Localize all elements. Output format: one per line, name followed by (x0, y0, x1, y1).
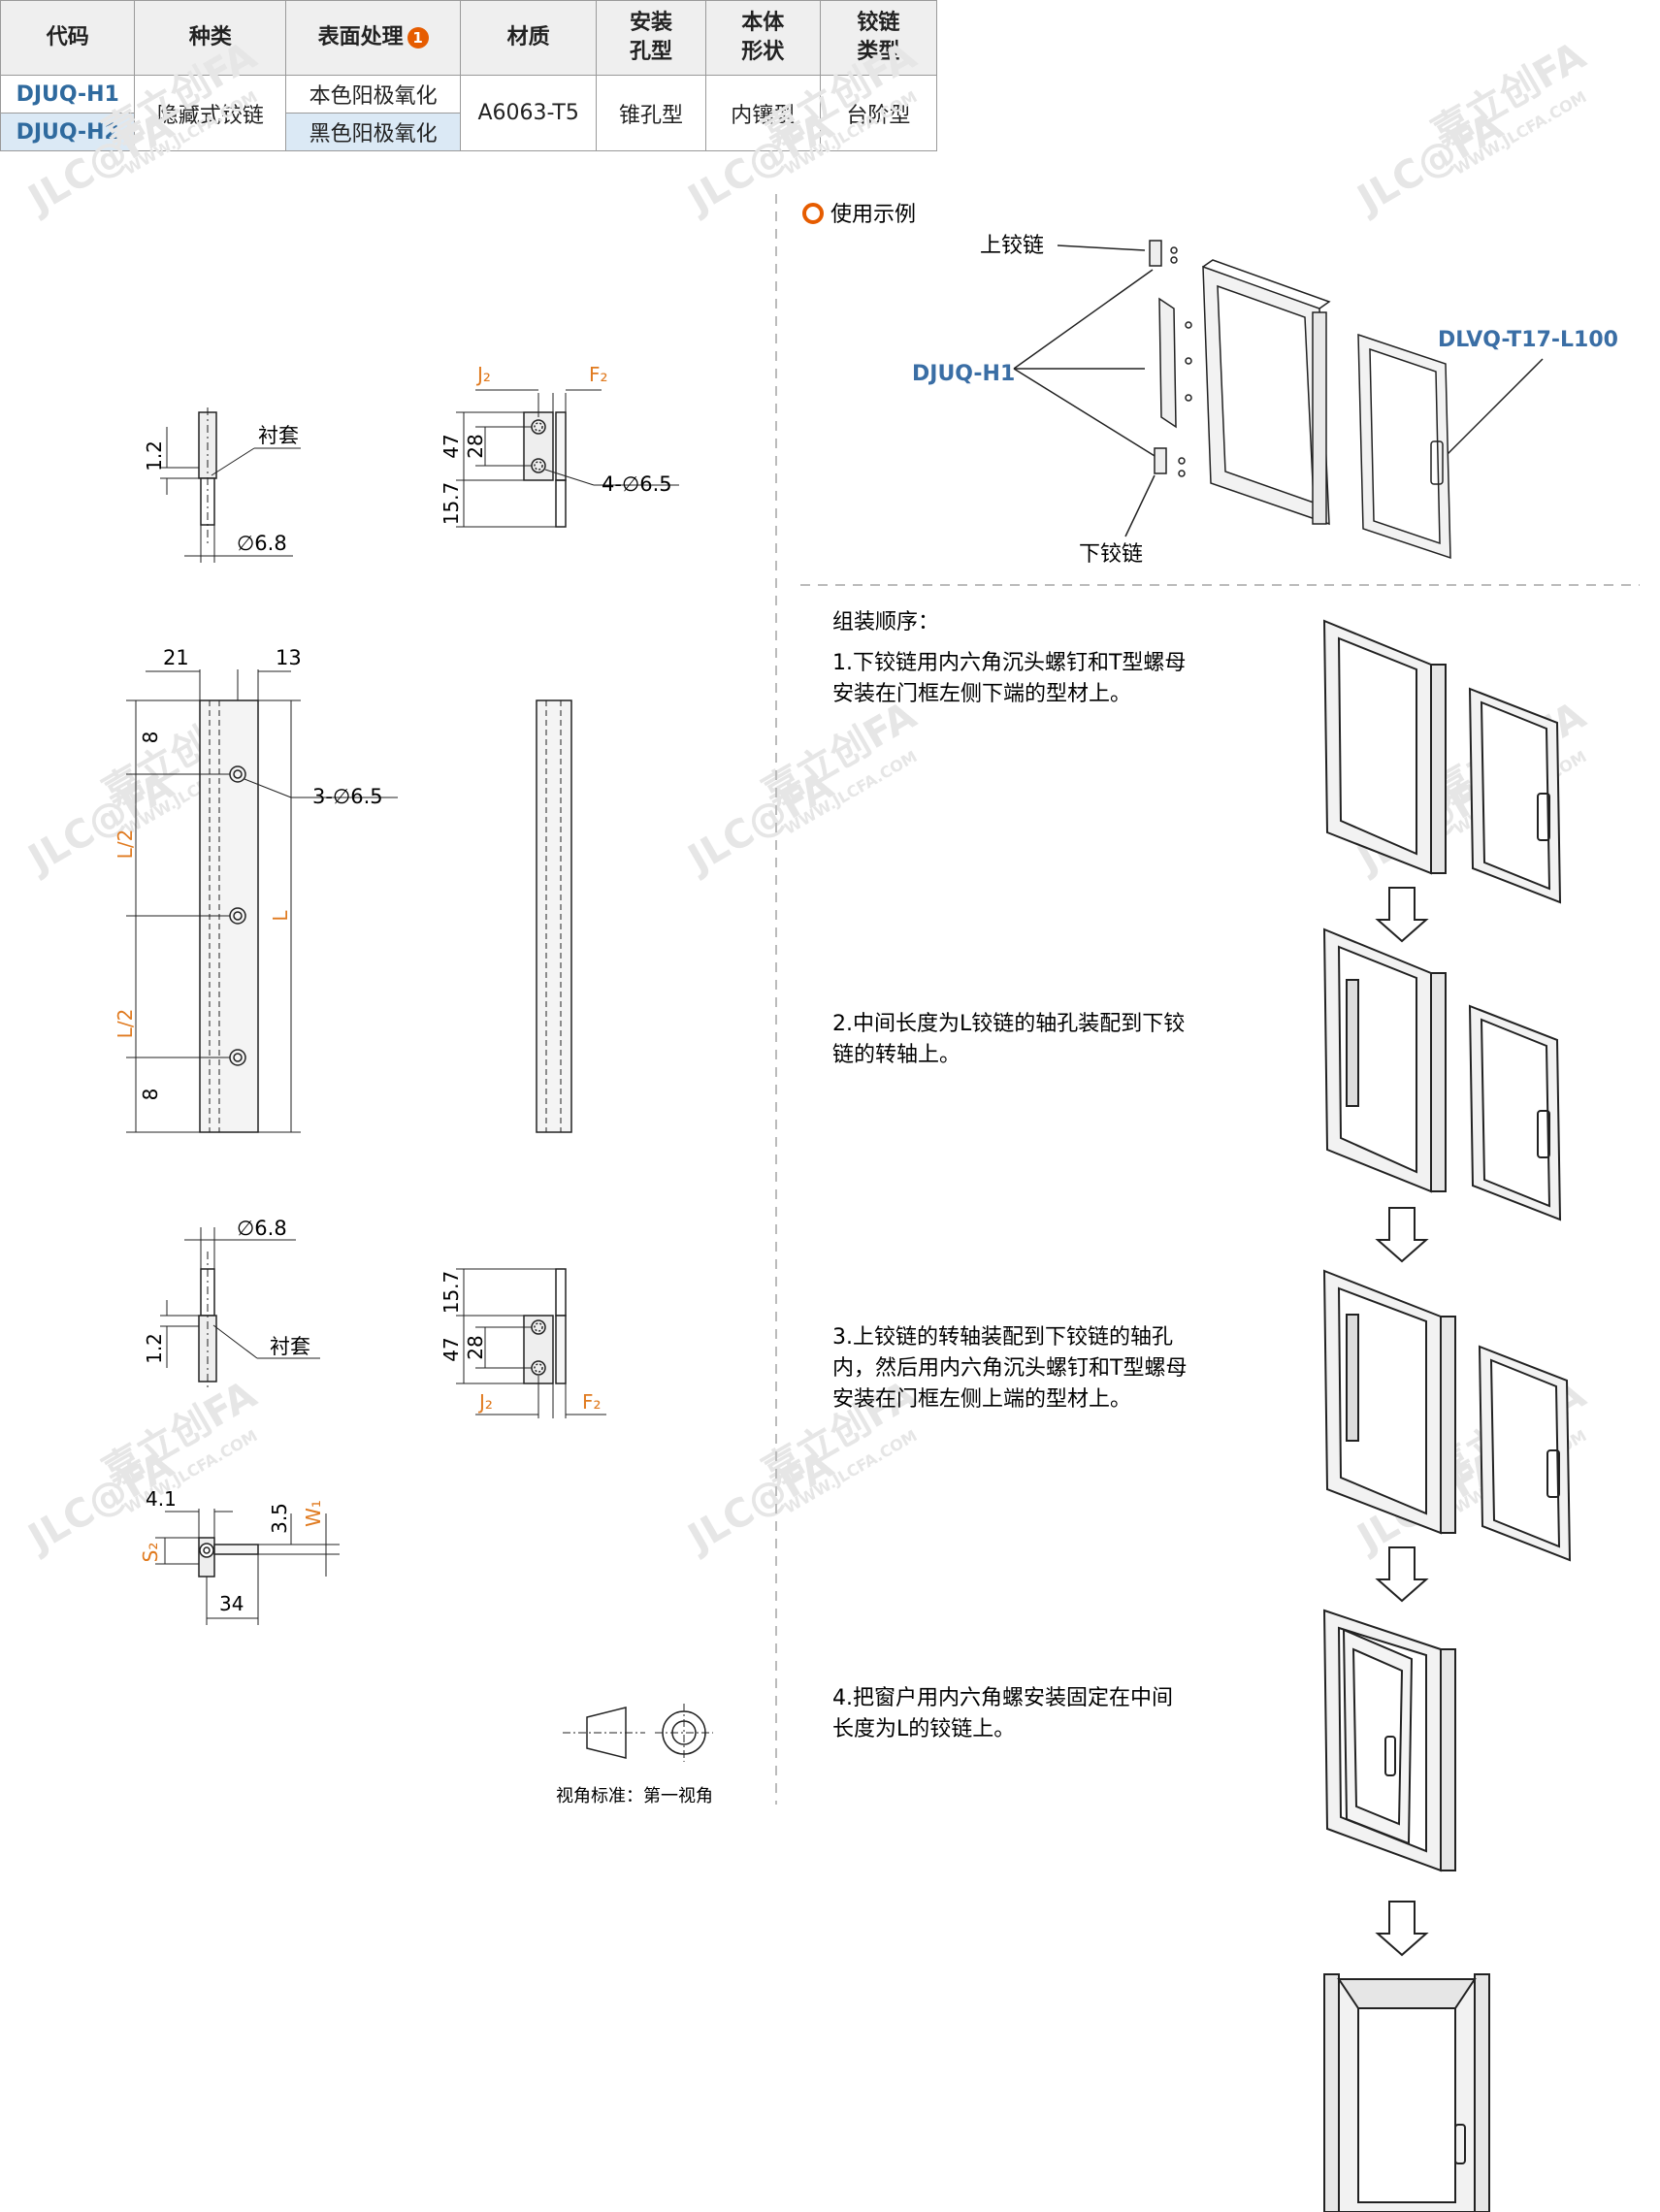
finish-cell: 本色阳极氧化 (285, 75, 461, 114)
f2-label-bottom: F₂ (582, 1390, 602, 1414)
material-cell: A6063-T5 (459, 75, 598, 151)
dim-34: 34 (219, 1592, 244, 1615)
bottom-left-pin-view (160, 1227, 320, 1387)
dim-1-2-top: 1.2 (143, 440, 166, 472)
lower-hinge-label: 下铰链 (1079, 542, 1143, 567)
header-finish-label: 表面处理 (317, 25, 404, 49)
dim-8-top: 8 (139, 732, 162, 744)
projection-symbol (563, 1704, 713, 1762)
usage-title: 使用示例 (830, 203, 916, 227)
table-row: DJUQ-H1 隐藏式铰链 本色阳极氧化 A6063-T5 锥孔型 内镶型 台阶… (0, 75, 938, 151)
note-badge: 1 (407, 27, 429, 49)
dim-8-bottom: 8 (139, 1089, 162, 1101)
middle-hinge-view (126, 669, 572, 1133)
dim-13: 13 (276, 646, 302, 669)
step-text-line: 安装在门框左侧上端的型材上。 (832, 1387, 1131, 1412)
dia-6-8-top: ∅6.8 (237, 532, 287, 555)
top-left-pin-view (160, 407, 301, 563)
hinge-type-cell: 台阶型 (819, 75, 938, 151)
step-text-line: 安装在门框左侧下端的型材上。 (832, 682, 1131, 706)
usage-part-code: DJUQ-H1 (912, 362, 1015, 386)
dim-l-half-top: L/2 (114, 830, 137, 860)
j2-label-bottom: J₂ (477, 1390, 493, 1414)
bushing-label-top: 衬套 (258, 424, 299, 447)
step-text-line: 1.下铰链用内六角沉头螺钉和T型螺母 (832, 651, 1186, 675)
kind-cell: 隐藏式铰链 (134, 75, 287, 151)
bushing-label-bottom: 衬套 (270, 1335, 310, 1358)
table-row: DJUQ-H2 黑色阳极氧化 (0, 113, 937, 151)
header-kind: 种类 (134, 0, 287, 76)
bottom-right-hinge-view (456, 1268, 606, 1418)
code-cell: DJUQ-H1 (0, 75, 136, 114)
f2-label-top: F₂ (589, 363, 608, 386)
s2-label: S₂ (139, 1543, 162, 1563)
dim-28-bottom: 28 (464, 1335, 487, 1359)
holes-3-label: 3-∅6.5 (312, 785, 383, 808)
dim-21: 21 (163, 646, 189, 669)
usage-illustration (1013, 240, 1544, 560)
step-text-line: 长度为L的铰链上。 (832, 1717, 1015, 1741)
header-material: 材质 (459, 0, 598, 76)
w1-label: W₁ (302, 1500, 325, 1527)
upper-hinge-label: 上铰链 (980, 234, 1044, 258)
usage-title-icon (802, 203, 824, 224)
step-text-line: 3.上铰链的转轴装配到下铰链的轴孔 (832, 1325, 1173, 1350)
step-text-line: 链的转轴上。 (832, 1043, 960, 1067)
header-code: 代码 (0, 0, 136, 76)
dim-15-7-bottom: 15.7 (439, 1271, 463, 1315)
holes-4-label: 4-∅6.5 (602, 472, 672, 496)
dim-15-7-top: 15.7 (439, 482, 463, 526)
code-cell: DJUQ-H2 (0, 113, 136, 151)
header-hinge-type: 铰链 类型 (819, 0, 938, 76)
dim-28-top: 28 (464, 434, 487, 458)
j2-label-top: J₂ (475, 363, 491, 386)
dim-47-bottom: 47 (439, 1337, 463, 1361)
dim-47-top: 47 (439, 434, 463, 458)
dim-1-2-bottom: 1.2 (143, 1333, 166, 1364)
section-detail-view (155, 1509, 340, 1625)
step-text-line: 2.中间长度为L铰链的轴孔装配到下铰 (832, 1012, 1185, 1036)
top-right-hinge-view (456, 389, 679, 528)
assembly-step: 4.把窗户用内六角螺安装固定在中间 长度为L的铰链上。 (832, 1686, 1173, 1741)
finish-cell: 黑色阳极氧化 (285, 113, 461, 151)
assembly-step: 1.下铰链用内六角沉头螺钉和T型螺母 安装在门框左侧下端的型材上。 (832, 651, 1186, 706)
projection-label: 视角标准：第一视角 (556, 1786, 713, 1806)
assembly-illustrations (1322, 619, 1572, 2212)
dia-6-8-bottom: ∅6.8 (237, 1217, 287, 1240)
hole-cell: 锥孔型 (596, 75, 706, 151)
dim-l-half-bottom: L/2 (114, 1009, 137, 1039)
header-hole: 安装 孔型 (596, 0, 706, 76)
dim-l: L (269, 910, 292, 922)
assembly-step: 3.上铰链的转轴装配到下铰链的轴孔 内，然后用内六角沉头螺钉和T型螺母 安装在门… (832, 1325, 1187, 1412)
assembly-title: 组装顺序： (832, 610, 939, 634)
step-text-line: 内，然后用内六角沉头螺钉和T型螺母 (832, 1356, 1187, 1381)
usage-handle-code: DLVQ-T17-L100 (1438, 328, 1618, 352)
dim-3-5: 3.5 (268, 1503, 291, 1534)
assembly-step: 2.中间长度为L铰链的轴孔装配到下铰 链的转轴上。 (832, 1012, 1185, 1067)
step-text-line: 4.把窗户用内六角螺安装固定在中间 (832, 1686, 1173, 1710)
dim-4-1: 4.1 (146, 1487, 177, 1511)
